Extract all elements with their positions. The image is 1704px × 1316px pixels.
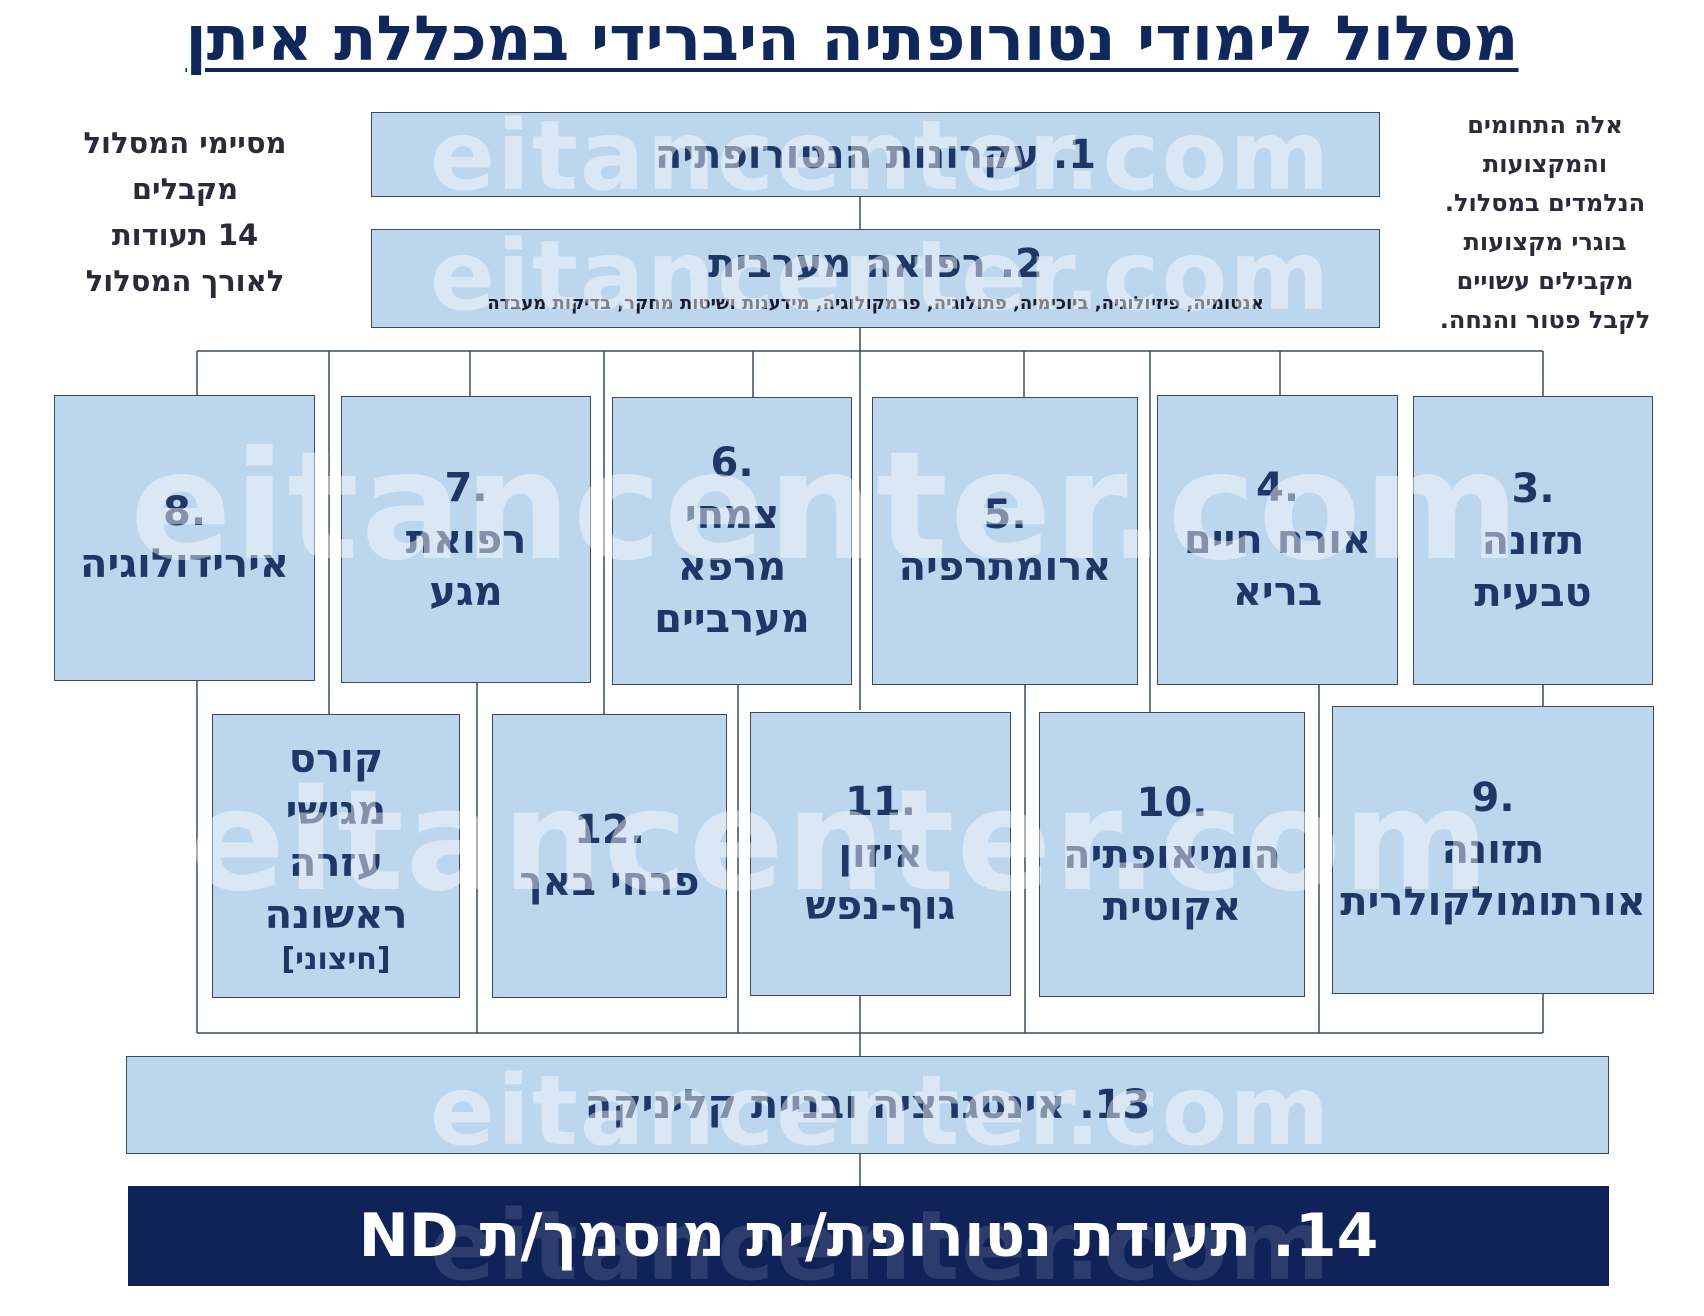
box-label: תזונה אורתומולקולרית [1340,827,1646,925]
box-number: .9 [1471,775,1515,821]
box-number: .8 [162,489,207,535]
box-number: .12 [574,807,645,853]
box-aromatherapy: .5 ארומתרפיה [872,397,1138,685]
box-number: .4 [1255,465,1300,511]
side-note-exemptions: אלה התחומים והמקצועות הנלמדים במסלול. בו… [1439,111,1651,334]
box-label: אירידולוגיה [79,541,290,587]
box-nd-certificate: 14. תעודת נטורופת/ית מוסמך/ת ND [128,1186,1609,1286]
box-bach-flowers: .12 פרחי באך [492,714,727,998]
box-label: צמחי מרפא מערביים [654,492,810,642]
box-integration-clinic: 13. אינטגרציה ובניית קליניקה [126,1056,1609,1154]
box-number: .6 [710,440,754,486]
box-number: .7 [444,464,488,511]
page-title: מסלול לימודי נטורופתיה היברידי במכללת אי… [185,2,1519,75]
box-label: הומיאופתיה אקוטית [1063,831,1281,930]
box-body-mind-balance: .11 איזון גוף-נפש [750,712,1011,996]
box-label: 1. עקרונות הנטורופתיה [654,131,1097,178]
box-label: רפואת מגע [405,516,527,615]
box-label: אורח חיים בריא [1183,517,1372,615]
box-label: 13. אינטגרציה ובניית קליניקה [584,1082,1151,1128]
box-acute-homeopathy: .10 הומיאופתיה אקוטית [1039,712,1305,997]
box-orthomolecular-nutrition: .9 תזונה אורתומולקולרית [1332,706,1654,994]
box-natural-nutrition: .3 תזונה טבעית [1413,396,1653,685]
box-label: איזון גוף-נפש [805,831,956,929]
box-label: תזונה טבעית [1474,517,1592,616]
box-label: 14. תעודת נטורופת/ית מוסמך/ת ND [358,1201,1379,1271]
box-number: .3 [1511,465,1555,512]
box-external-tag: [חיצוני] [281,942,391,977]
box-number: .5 [983,492,1027,538]
box-label: פרחי באך [519,859,700,905]
box-western-herbs: .6 צמחי מרפא מערביים [612,397,852,685]
box-label: קורס מגישי עזרה ראשונה [264,736,408,938]
box-label: 2. רפואה מערבית [708,240,1043,287]
side-note-certificates: מסיימי המסלול מקבלים 14 תעודות לאורך המס… [83,126,287,298]
box-naturopathy-principles: 1. עקרונות הנטורופתיה [371,112,1380,197]
box-first-aid-course: קורס מגישי עזרה ראשונה [חיצוני] [212,714,460,998]
box-label: ארומתרפיה [898,544,1112,590]
box-touch-therapy: .7 רפואת מגע [341,396,591,683]
box-iridology: .8 אירידולוגיה [54,395,315,681]
box-western-medicine: 2. רפואה מערבית אנטומיה, פיזיולוגיה, ביו… [371,229,1380,328]
box-healthy-lifestyle: .4 אורח חיים בריא [1157,395,1398,685]
box-subjects: אנטומיה, פיזיולוגיה, ביוכימיה, פתולוגיה,… [487,292,1264,314]
box-number: .10 [1136,779,1208,826]
box-number: .11 [845,779,916,825]
